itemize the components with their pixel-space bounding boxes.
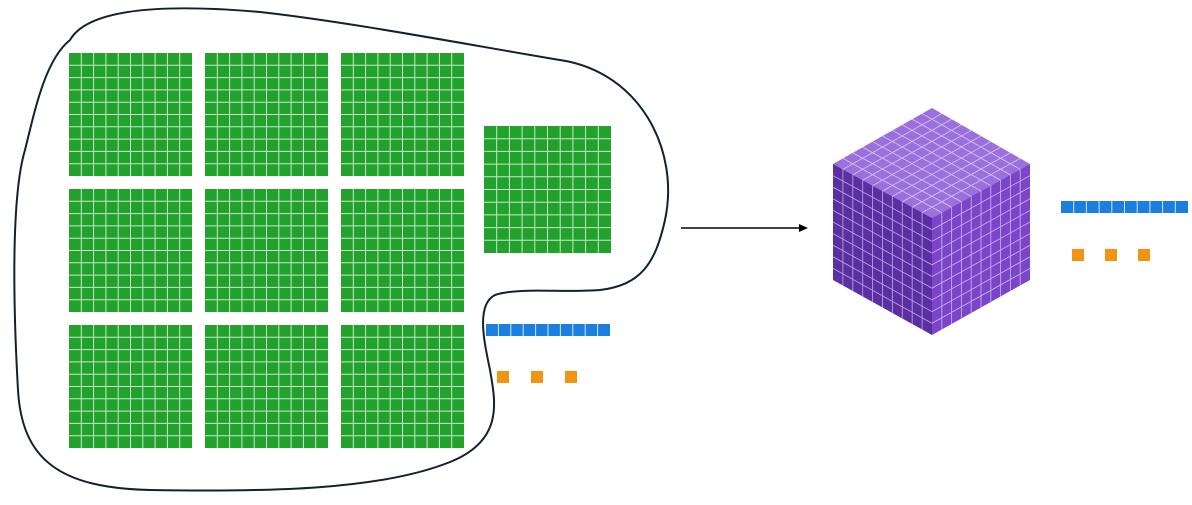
hundred-flat	[484, 126, 611, 253]
ten-rods-left	[486, 324, 610, 336]
hundred-flat	[205, 325, 328, 448]
grouping-outline	[13, 7, 670, 492]
hundred-flat	[341, 189, 464, 312]
thousand-cube	[832, 108, 1031, 335]
hundred-flat	[205, 53, 328, 176]
hundred-flat	[205, 189, 328, 312]
ten-rod	[1061, 201, 1188, 213]
hundred-flat	[69, 325, 192, 448]
hundred-flat	[69, 189, 192, 312]
unit-cube	[531, 371, 543, 383]
unit-cube	[1105, 249, 1117, 261]
hundred-flats-group	[69, 53, 611, 448]
unit-cube	[1138, 249, 1150, 261]
hundred-flat	[69, 53, 192, 176]
arrow-head	[799, 224, 808, 232]
ten-rod	[486, 324, 610, 336]
cube-right-face	[931, 164, 1031, 335]
hundred-flat	[341, 53, 464, 176]
unit-cubes-left	[497, 371, 577, 383]
cube-top-face	[833, 108, 1030, 218]
transform-arrow	[681, 224, 808, 232]
unit-cube	[497, 371, 509, 383]
unit-cube	[565, 371, 577, 383]
ten-rods-right	[1061, 201, 1188, 213]
unit-cubes-right	[1072, 249, 1150, 261]
hundred-flat	[341, 325, 464, 448]
cube-left-face	[832, 164, 933, 335]
unit-cube	[1072, 249, 1084, 261]
